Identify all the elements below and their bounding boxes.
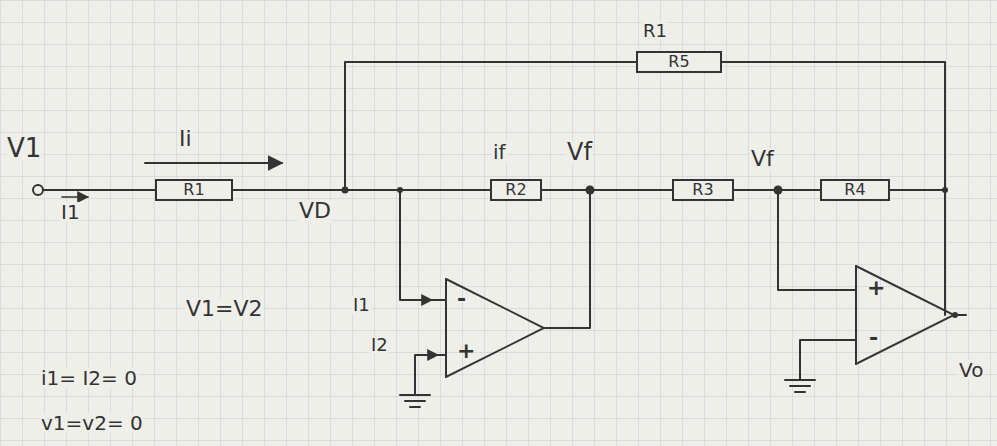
wire bbox=[890, 189, 945, 191]
opamp-symbol: +- bbox=[855, 265, 955, 365]
signal-label: if bbox=[492, 142, 507, 162]
resistor-symbol: R2 bbox=[490, 179, 542, 201]
signal-label: R1 bbox=[642, 22, 668, 40]
pin-sign: - bbox=[457, 288, 466, 310]
opamp-outline bbox=[856, 266, 954, 364]
signal-label: VD bbox=[298, 200, 332, 222]
resistor-symbol: R4 bbox=[820, 179, 890, 201]
component-label: R4 bbox=[844, 182, 865, 198]
component-label: R2 bbox=[505, 182, 526, 198]
junction-dot bbox=[942, 187, 948, 193]
wire bbox=[415, 355, 445, 395]
current-arrow bbox=[410, 299, 432, 301]
input-terminal bbox=[33, 185, 43, 195]
signal-label: I1 bbox=[60, 202, 81, 222]
wire bbox=[778, 190, 855, 290]
signal-label: v1=v2= 0 bbox=[40, 413, 144, 433]
opamp-symbol: -+ bbox=[445, 278, 545, 378]
opamp-outline bbox=[446, 279, 544, 377]
wire bbox=[545, 190, 590, 328]
wire bbox=[542, 189, 672, 191]
wire bbox=[345, 62, 636, 190]
signal-label: Vo bbox=[958, 360, 984, 380]
signal-label: Vf bbox=[566, 140, 593, 164]
signal-label: V1=V2 bbox=[185, 298, 264, 320]
resistor-symbol: R1 bbox=[155, 179, 233, 201]
wire bbox=[400, 190, 445, 300]
signal-label: I1 bbox=[352, 296, 371, 314]
wire bbox=[734, 189, 820, 191]
component-label: R3 bbox=[692, 182, 713, 198]
pin-sign: + bbox=[457, 340, 475, 362]
current-arrow bbox=[62, 196, 88, 198]
ground-symbol bbox=[400, 395, 430, 407]
pin-sign: - bbox=[869, 327, 878, 349]
signal-label: i1= I2= 0 bbox=[40, 368, 138, 388]
component-label: R5 bbox=[668, 54, 689, 70]
component-label: R1 bbox=[183, 182, 204, 198]
signal-label: Ii bbox=[178, 128, 193, 150]
signal-label: I2 bbox=[370, 336, 389, 354]
ground-symbol bbox=[785, 380, 815, 392]
wire bbox=[722, 62, 945, 315]
wire bbox=[800, 340, 855, 380]
current-arrow bbox=[145, 162, 282, 164]
wire bbox=[233, 189, 490, 191]
resistor-symbol: R5 bbox=[636, 51, 722, 73]
current-arrow bbox=[420, 354, 438, 356]
signal-label: V1 bbox=[6, 135, 42, 161]
pin-sign: + bbox=[867, 277, 885, 299]
signal-label: Vf bbox=[750, 148, 775, 170]
wire bbox=[43, 189, 155, 191]
resistor-symbol: R3 bbox=[672, 179, 734, 201]
